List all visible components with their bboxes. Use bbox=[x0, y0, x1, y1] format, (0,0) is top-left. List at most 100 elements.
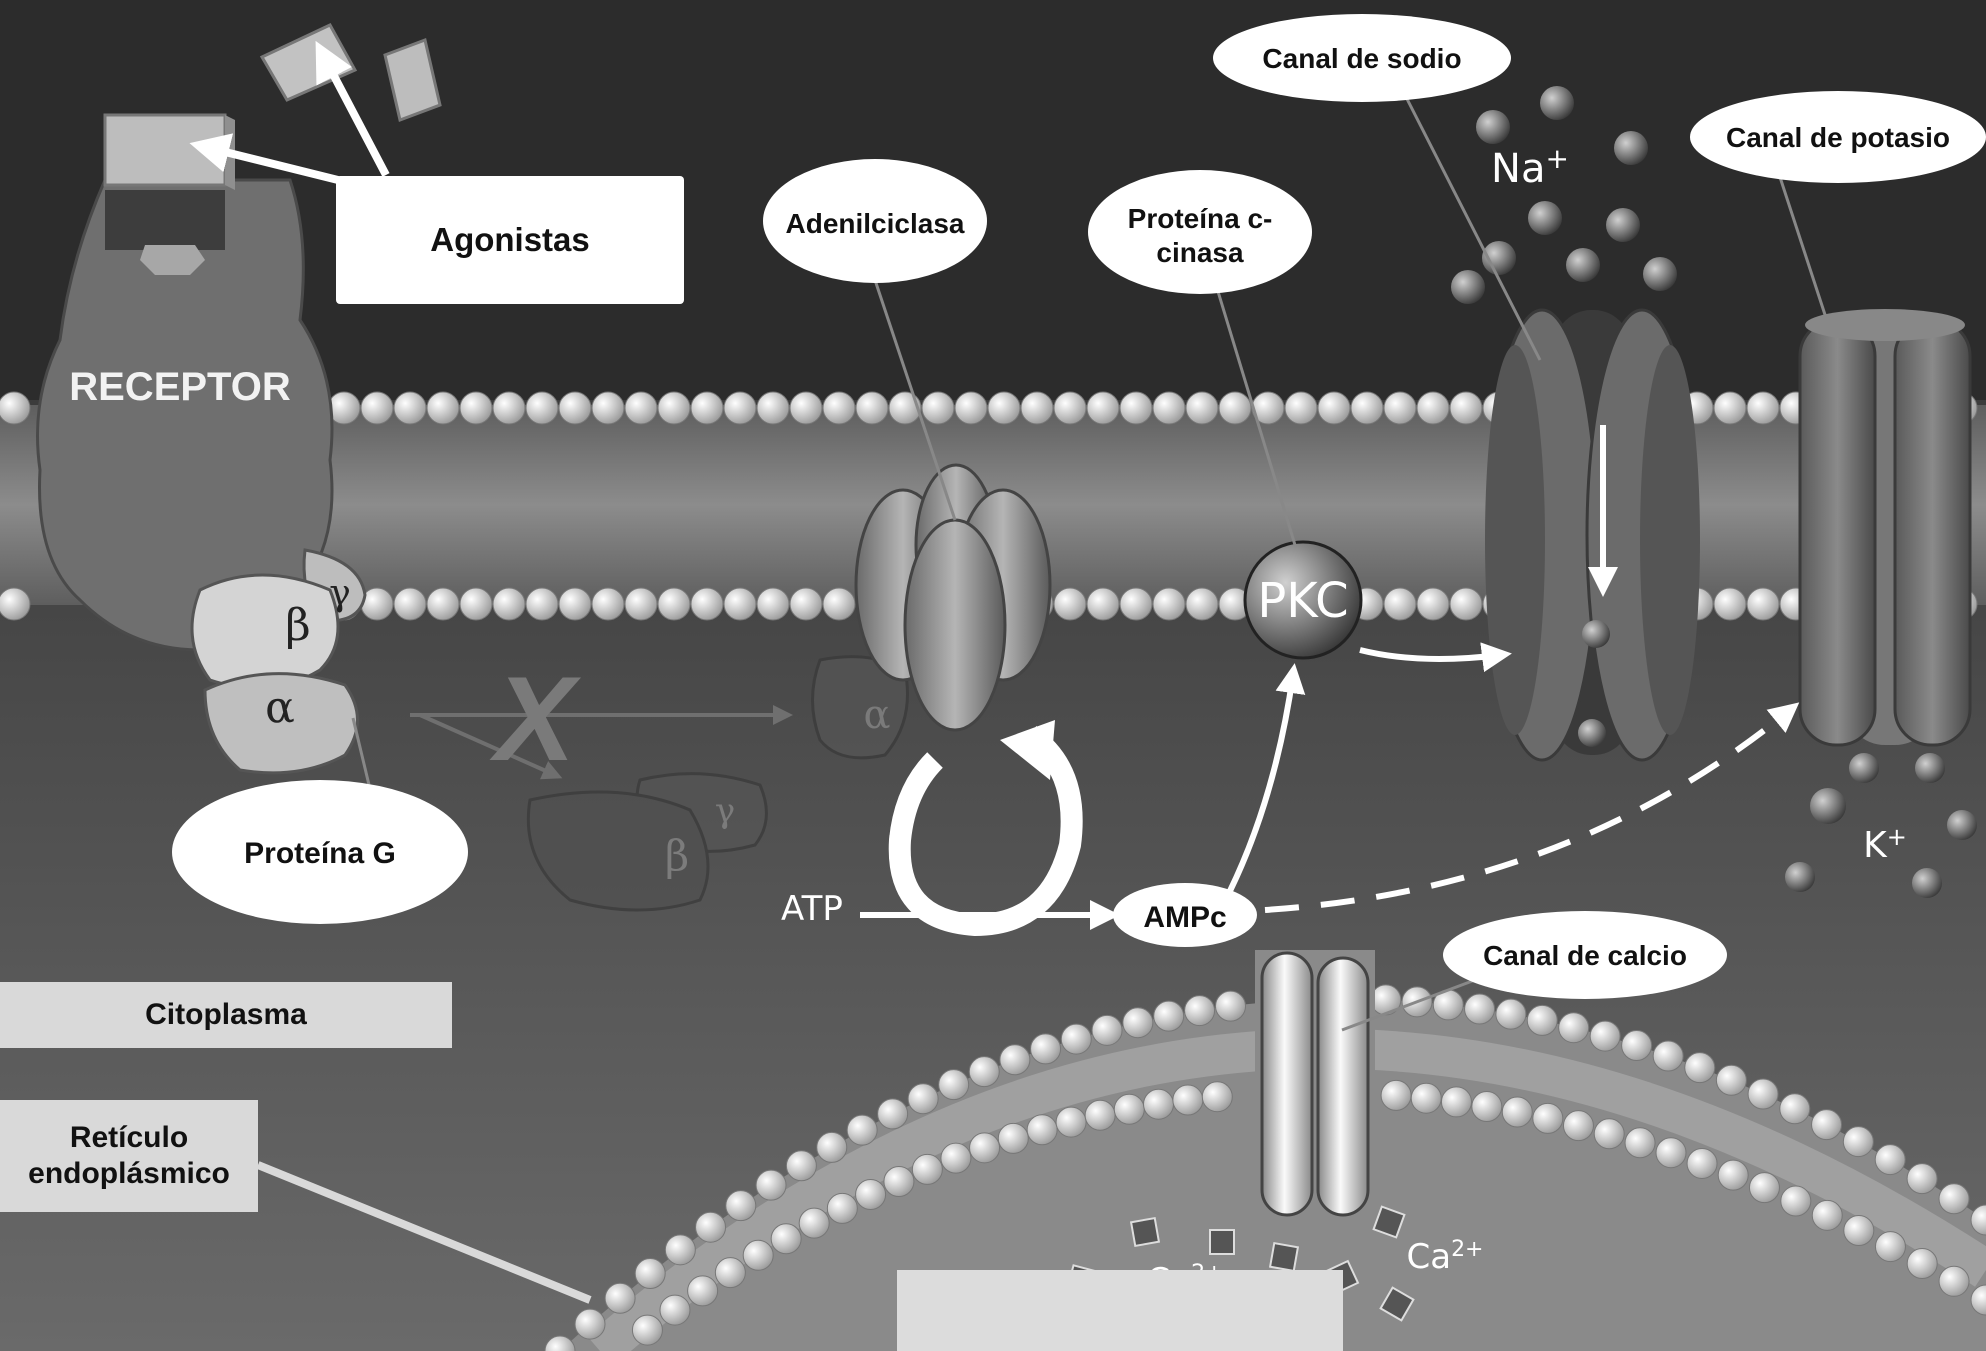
proteina-c-cinasa-label-1: Proteína c- bbox=[1128, 203, 1273, 234]
lipid-head bbox=[742, 1239, 774, 1271]
lipid-head bbox=[1449, 391, 1483, 425]
lipid-head bbox=[725, 1190, 757, 1222]
pkc-to-sodium-arrow bbox=[1359, 642, 1512, 673]
reticulo-leader bbox=[256, 1161, 592, 1304]
lipid-head bbox=[604, 1282, 636, 1314]
lipid-head bbox=[770, 1223, 802, 1255]
receptor: RECEPTOR bbox=[36, 178, 334, 652]
lipid-head bbox=[1184, 995, 1216, 1027]
lipid-head bbox=[1495, 998, 1527, 1030]
lipid-head bbox=[816, 1131, 848, 1163]
lipid-head bbox=[997, 1122, 1029, 1154]
lipid-head bbox=[1060, 1023, 1092, 1055]
lipid-head bbox=[1380, 1079, 1412, 1111]
lipid-head bbox=[591, 391, 625, 425]
lipid-head bbox=[1501, 1096, 1533, 1128]
lipid-head bbox=[1780, 1185, 1812, 1217]
lipid-head bbox=[1152, 391, 1186, 425]
agonistas-label-box: Agonistas bbox=[336, 176, 684, 304]
lipid-head bbox=[911, 1153, 943, 1185]
sodium-ions bbox=[1451, 86, 1677, 304]
lipid-head bbox=[1113, 1093, 1145, 1125]
lipid-head bbox=[999, 1044, 1031, 1076]
lipid-head bbox=[1215, 990, 1247, 1022]
lipid-head bbox=[1713, 391, 1747, 425]
lipid-head bbox=[1119, 391, 1153, 425]
lipid-head bbox=[855, 391, 889, 425]
agonistas-label: Agonistas bbox=[430, 221, 590, 258]
ampc-label: AMPc bbox=[1143, 901, 1226, 934]
lipid-head bbox=[1383, 391, 1417, 425]
lipid-head bbox=[664, 1234, 696, 1266]
pkc-label: PKC bbox=[1257, 573, 1348, 629]
canal-sodio-label: Canal de sodio bbox=[1262, 43, 1461, 74]
lipid-head bbox=[1746, 587, 1780, 621]
lipid-head bbox=[0, 391, 31, 425]
lipid-head bbox=[723, 391, 757, 425]
lipid-head bbox=[624, 587, 658, 621]
lipid-head bbox=[1410, 1082, 1442, 1114]
lipid-head bbox=[846, 1114, 878, 1146]
lipid-head bbox=[544, 1335, 576, 1351]
lipid-head bbox=[1779, 1093, 1811, 1125]
lipid-head bbox=[525, 587, 559, 621]
lipid-head bbox=[1532, 1102, 1564, 1134]
adenylyl-cyclase bbox=[854, 463, 1052, 732]
lipid-head bbox=[492, 587, 526, 621]
lipid-head bbox=[1030, 1033, 1062, 1065]
lipid-head bbox=[877, 1098, 909, 1130]
lipid-head bbox=[723, 587, 757, 621]
lipid-head bbox=[1091, 1014, 1123, 1046]
cycle-arrow-head bbox=[1000, 720, 1055, 780]
cycle-arrow bbox=[888, 725, 1083, 937]
g-protein-bound: γ β α bbox=[190, 548, 367, 775]
blocked-arrow-2 bbox=[419, 713, 563, 780]
lipid-head bbox=[459, 391, 493, 425]
lipid-head bbox=[1874, 1231, 1906, 1263]
adenilciclasa-leader bbox=[873, 279, 957, 521]
lipid-head bbox=[624, 391, 658, 425]
lipid-head bbox=[1906, 1247, 1938, 1279]
lipid-head bbox=[969, 1132, 1001, 1164]
lipid-head bbox=[1055, 1106, 1087, 1138]
lipid-head bbox=[714, 1257, 746, 1289]
lipid-head bbox=[1526, 1004, 1558, 1036]
canal-potasio-label: Canal de potasio bbox=[1726, 122, 1950, 153]
lipid-head bbox=[1122, 1007, 1154, 1039]
lipid-head bbox=[1748, 1172, 1780, 1204]
beta-label: β bbox=[285, 600, 310, 651]
lipid-head bbox=[1715, 1064, 1747, 1096]
lipid-head bbox=[987, 391, 1021, 425]
lipid-head bbox=[1938, 1183, 1970, 1215]
lipid-head bbox=[1143, 1088, 1175, 1120]
lipid-head bbox=[1350, 391, 1384, 425]
lipid-head bbox=[938, 1069, 970, 1101]
lipid-head bbox=[1686, 1147, 1718, 1179]
lipid-head bbox=[1746, 391, 1780, 425]
lipid-head bbox=[558, 391, 592, 425]
lipid-head bbox=[0, 587, 31, 621]
lipid-head bbox=[1284, 391, 1318, 425]
lipid-head bbox=[687, 1275, 719, 1307]
lipid-head bbox=[634, 1258, 666, 1290]
g-protein-dissociated: γ β α bbox=[526, 655, 909, 912]
citoplasma-label-box: Citoplasma bbox=[0, 982, 452, 1048]
lipid-head bbox=[1717, 1159, 1749, 1191]
lipid-head bbox=[755, 1169, 787, 1201]
lipid-head bbox=[1970, 1204, 1986, 1236]
potassium-ions bbox=[1785, 753, 1977, 898]
lipid-head bbox=[1218, 391, 1252, 425]
lipid-head bbox=[1906, 1163, 1938, 1195]
lipid-head bbox=[1593, 1118, 1625, 1150]
reticulo-label-2: endoplásmico bbox=[28, 1157, 230, 1190]
proteina-g-label: Proteína G bbox=[244, 837, 396, 870]
lipid-head bbox=[558, 587, 592, 621]
lipid-head bbox=[756, 587, 790, 621]
lipid-head bbox=[1172, 1084, 1204, 1116]
lipid-head bbox=[1471, 1091, 1503, 1123]
ca-ion-label-2: Ca2+ bbox=[1406, 1237, 1483, 1277]
er-lipid-heads bbox=[544, 984, 1986, 1351]
lipid-head bbox=[940, 1142, 972, 1174]
lipid-head bbox=[822, 587, 856, 621]
